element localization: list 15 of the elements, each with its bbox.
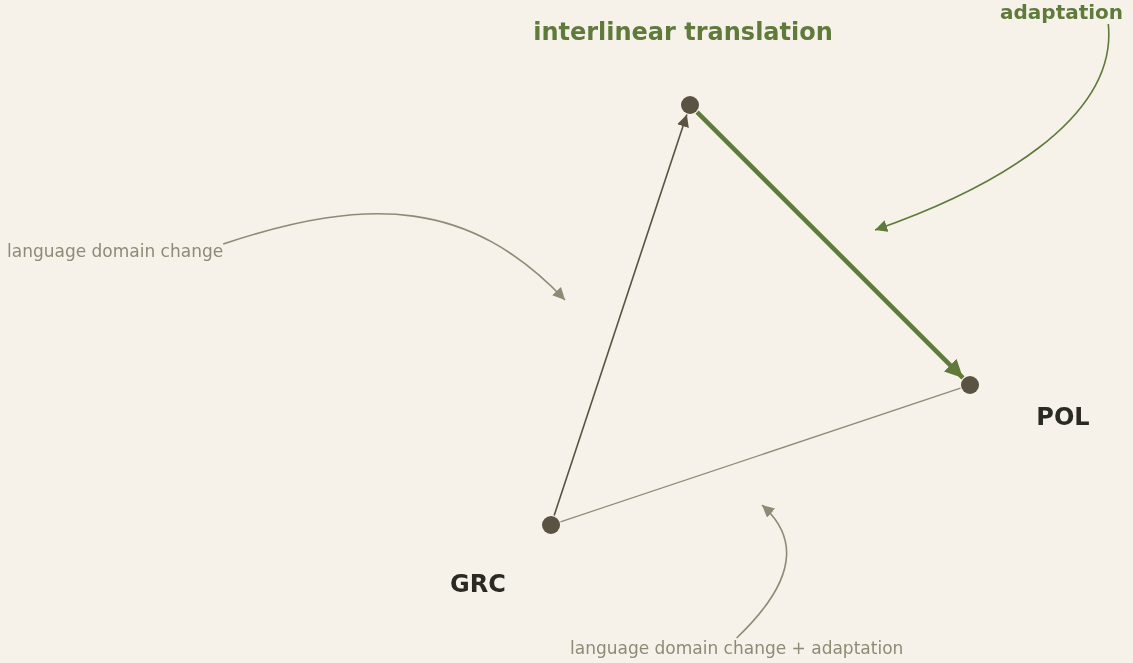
connector-line — [559, 387, 962, 523]
leader-arrow — [735, 504, 788, 639]
arrow — [695, 110, 965, 380]
arrow — [553, 113, 689, 517]
point-label: GRC — [450, 570, 506, 598]
point-label: POL — [1036, 403, 1090, 431]
point-marker — [961, 376, 979, 394]
point-marker — [542, 516, 560, 534]
annotation-text: language domain change + adaptation — [570, 638, 904, 658]
leader-arrow — [874, 23, 1110, 232]
point-marker — [681, 96, 699, 114]
annotation-text: adaptation — [1000, 0, 1124, 24]
point-label: interlinear translation — [533, 18, 833, 46]
annotation-text: language domain change — [7, 241, 224, 261]
leader-arrow — [222, 213, 566, 301]
